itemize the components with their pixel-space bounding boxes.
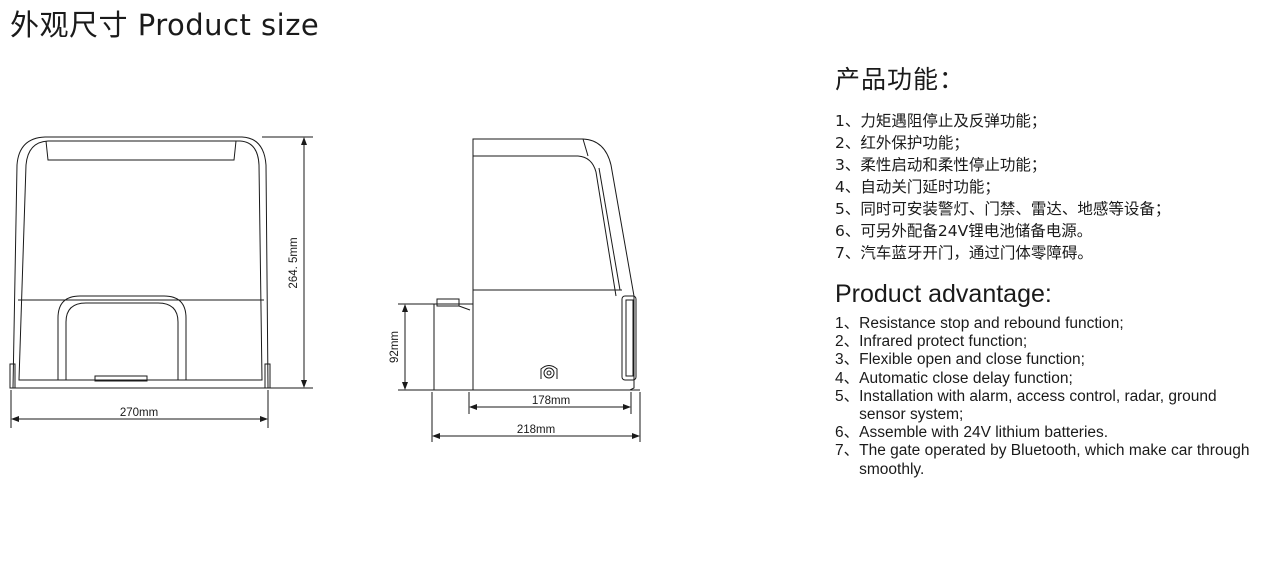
side-dimension-lines bbox=[398, 303, 641, 442]
front-dimension-arrows bbox=[11, 137, 307, 422]
advantage-text: Infrared protect function; bbox=[859, 333, 1028, 351]
advantage-en-item: 3、Flexible open and close function; bbox=[835, 351, 1265, 369]
advantage-number: 6、 bbox=[835, 424, 860, 442]
advantage-text: Assemble with 24V lithium batteries. bbox=[859, 424, 1109, 442]
function-cn-item: 4、自动关门延时功能； bbox=[835, 178, 1000, 196]
advantage-en-item: 4、Automatic close delay function; bbox=[835, 370, 1265, 388]
front-dimension-lines bbox=[10, 136, 313, 428]
advantage-en-item: 5、Installation with alarm, access contro… bbox=[835, 388, 1265, 424]
advantage-en-item: 6、Assemble with 24V lithium batteries. bbox=[835, 424, 1265, 442]
dim-width-inner: 178mm bbox=[532, 395, 570, 407]
advantage-number: 1、 bbox=[835, 315, 860, 332]
advantages-en-heading: Product advantage: bbox=[835, 280, 1052, 308]
advantage-text: Flexible open and close function; bbox=[859, 351, 1085, 369]
functions-cn-list: 1、力矩遇阻停止及反弹功能； 2、红外保护功能； 3、柔性启动和柔性停止功能； … bbox=[835, 110, 1265, 264]
functions-cn-heading: 产品功能： bbox=[835, 65, 966, 94]
advantage-en-item: 7、The gate operated by Bluetooth, which … bbox=[835, 442, 1265, 478]
spec-panel: 产品功能： 1、力矩遇阻停止及反弹功能； 2、红外保护功能； 3、柔性启动和柔性… bbox=[835, 60, 1265, 479]
dimension-drawing: 264. 5mm 270mm 92mm 178mm 218mm bbox=[9, 136, 641, 442]
advantage-number: 5、 bbox=[835, 387, 860, 405]
advantage-text: Installation with alarm, access control,… bbox=[859, 387, 1217, 424]
advantage-text: Automatic close delay function; bbox=[859, 369, 1073, 387]
dim-height-side: 92mm bbox=[389, 331, 401, 363]
advantage-en-item: 2、Infrared protect function; bbox=[835, 333, 1265, 351]
advantage-text: The gate operated by Bluetooth, which ma… bbox=[859, 442, 1250, 478]
advantage-number: 3、 bbox=[835, 351, 860, 369]
advantage-en-item: 1、Resistance stop and rebound function; bbox=[835, 315, 1265, 333]
function-cn-item: 6、可另外配备24V锂电池储备电源。 bbox=[835, 222, 1093, 240]
dim-width-front: 270mm bbox=[120, 407, 158, 419]
function-cn-item: 3、柔性启动和柔性停止功能； bbox=[835, 156, 1047, 174]
function-cn-item: 1、力矩遇阻停止及反弹功能； bbox=[835, 112, 1047, 130]
side-dimension-arrows bbox=[402, 304, 640, 439]
front-view-outline bbox=[9, 136, 271, 389]
function-cn-item: 2、红外保护功能； bbox=[835, 134, 969, 152]
advantage-text: Resistance stop and rebound function; bbox=[859, 315, 1124, 332]
function-cn-item: 7、汽车蓝牙开门，通过门体零障碍。 bbox=[835, 244, 1093, 262]
dim-height-front: 264. 5mm bbox=[288, 237, 300, 288]
function-cn-item: 5、同时可安装警灯、门禁、雷达、地感等设备； bbox=[835, 200, 1171, 218]
advantage-number: 4、 bbox=[835, 369, 860, 387]
advantage-number: 7、 bbox=[835, 442, 860, 460]
page-title: 外观尺寸 Product size bbox=[10, 8, 320, 42]
advantages-en-list: 1、Resistance stop and rebound function; … bbox=[835, 315, 1265, 479]
dim-width-outer: 218mm bbox=[517, 424, 555, 436]
side-view-outline bbox=[433, 138, 640, 391]
advantage-number: 2、 bbox=[835, 333, 860, 351]
